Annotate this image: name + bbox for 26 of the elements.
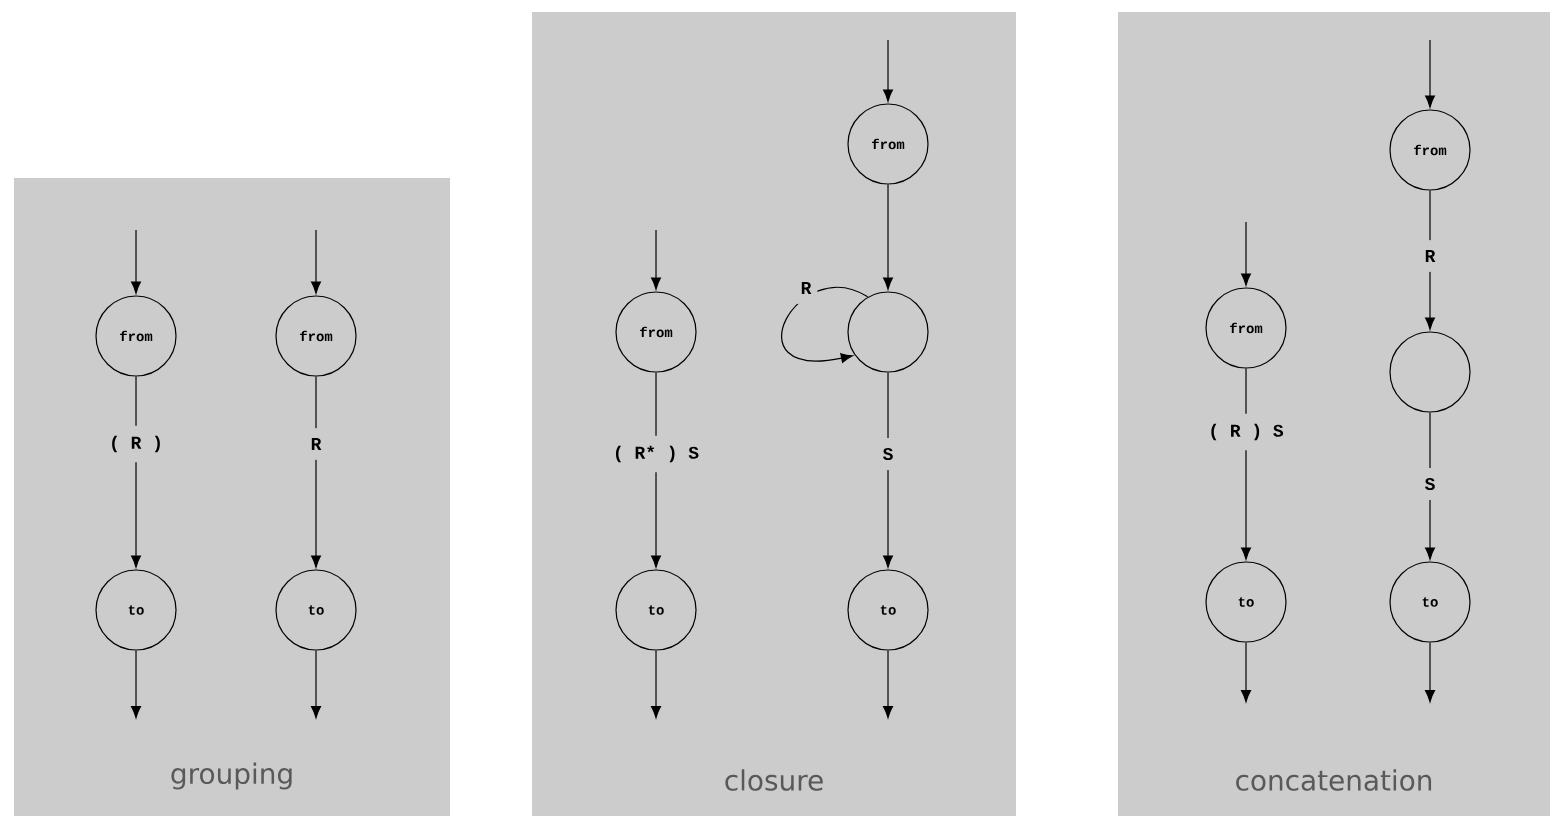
arrow	[651, 650, 661, 719]
arrow	[883, 372, 893, 568]
edge-label: ( R* ) S	[607, 435, 706, 473]
edge-label: R	[794, 272, 818, 304]
arrow	[1241, 642, 1251, 703]
arrow	[131, 650, 141, 719]
arrow	[1425, 412, 1435, 560]
arrow	[311, 650, 322, 719]
edge-label: ( R )	[103, 425, 169, 463]
arrow	[311, 376, 322, 568]
empty-circle	[1389, 331, 1471, 413]
arrow	[1425, 642, 1435, 703]
arrow	[883, 39, 893, 102]
arrow	[883, 650, 893, 719]
edge-label: R	[1418, 240, 1442, 272]
edge-label: R	[304, 428, 328, 460]
loop-arrow	[781, 286, 869, 363]
arrow	[311, 229, 322, 294]
arrow	[1425, 190, 1435, 330]
arrow	[1425, 39, 1435, 108]
edge-label: ( R ) S	[1202, 413, 1290, 451]
arrow	[131, 229, 141, 294]
arrow	[883, 184, 893, 290]
arrow	[1241, 221, 1251, 286]
empty-circle	[847, 291, 929, 373]
arrow	[651, 229, 661, 290]
